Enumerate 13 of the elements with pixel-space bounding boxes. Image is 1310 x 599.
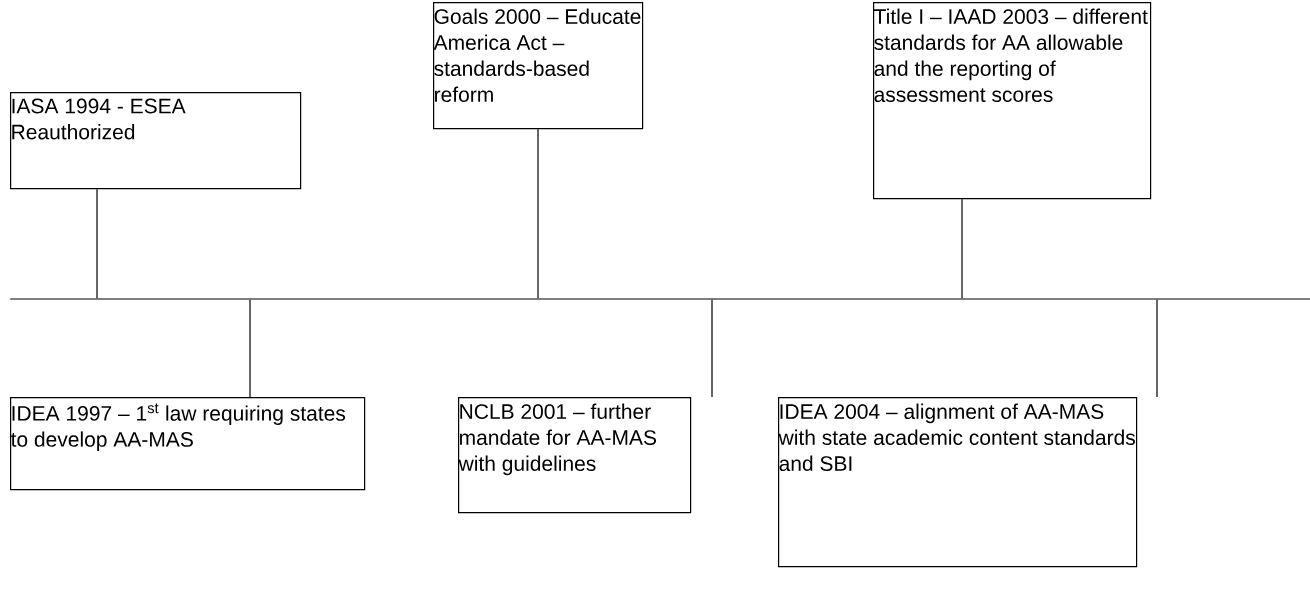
text-box: NCLB 2001 – further mandate for AA-MAS with guidelines [458,397,692,514]
text-box: IASA 1994 - ESEA Reauthorized [10,92,302,190]
connector-line [96,188,98,299]
connector-line [961,198,963,299]
timeline-line [10,298,1310,300]
text-box: Title I – IAAD 2003 – different standards for AA allowable and the reporting of assessment scores [873,2,1152,200]
connector-line [1156,299,1158,398]
connector-line [537,128,539,299]
connector-line [249,299,251,398]
text-box: IDEA 2004 – alignment of AA-MAS with state academic content standards and SBI [778,397,1138,568]
text-box: IDEA 1997 – 1$^{st}$ law requiring states to develop AA-MAS [10,397,366,491]
text-box: Goals 2000 – Educate America Act – standards-based reform [433,2,644,130]
connector-line [711,299,713,398]
